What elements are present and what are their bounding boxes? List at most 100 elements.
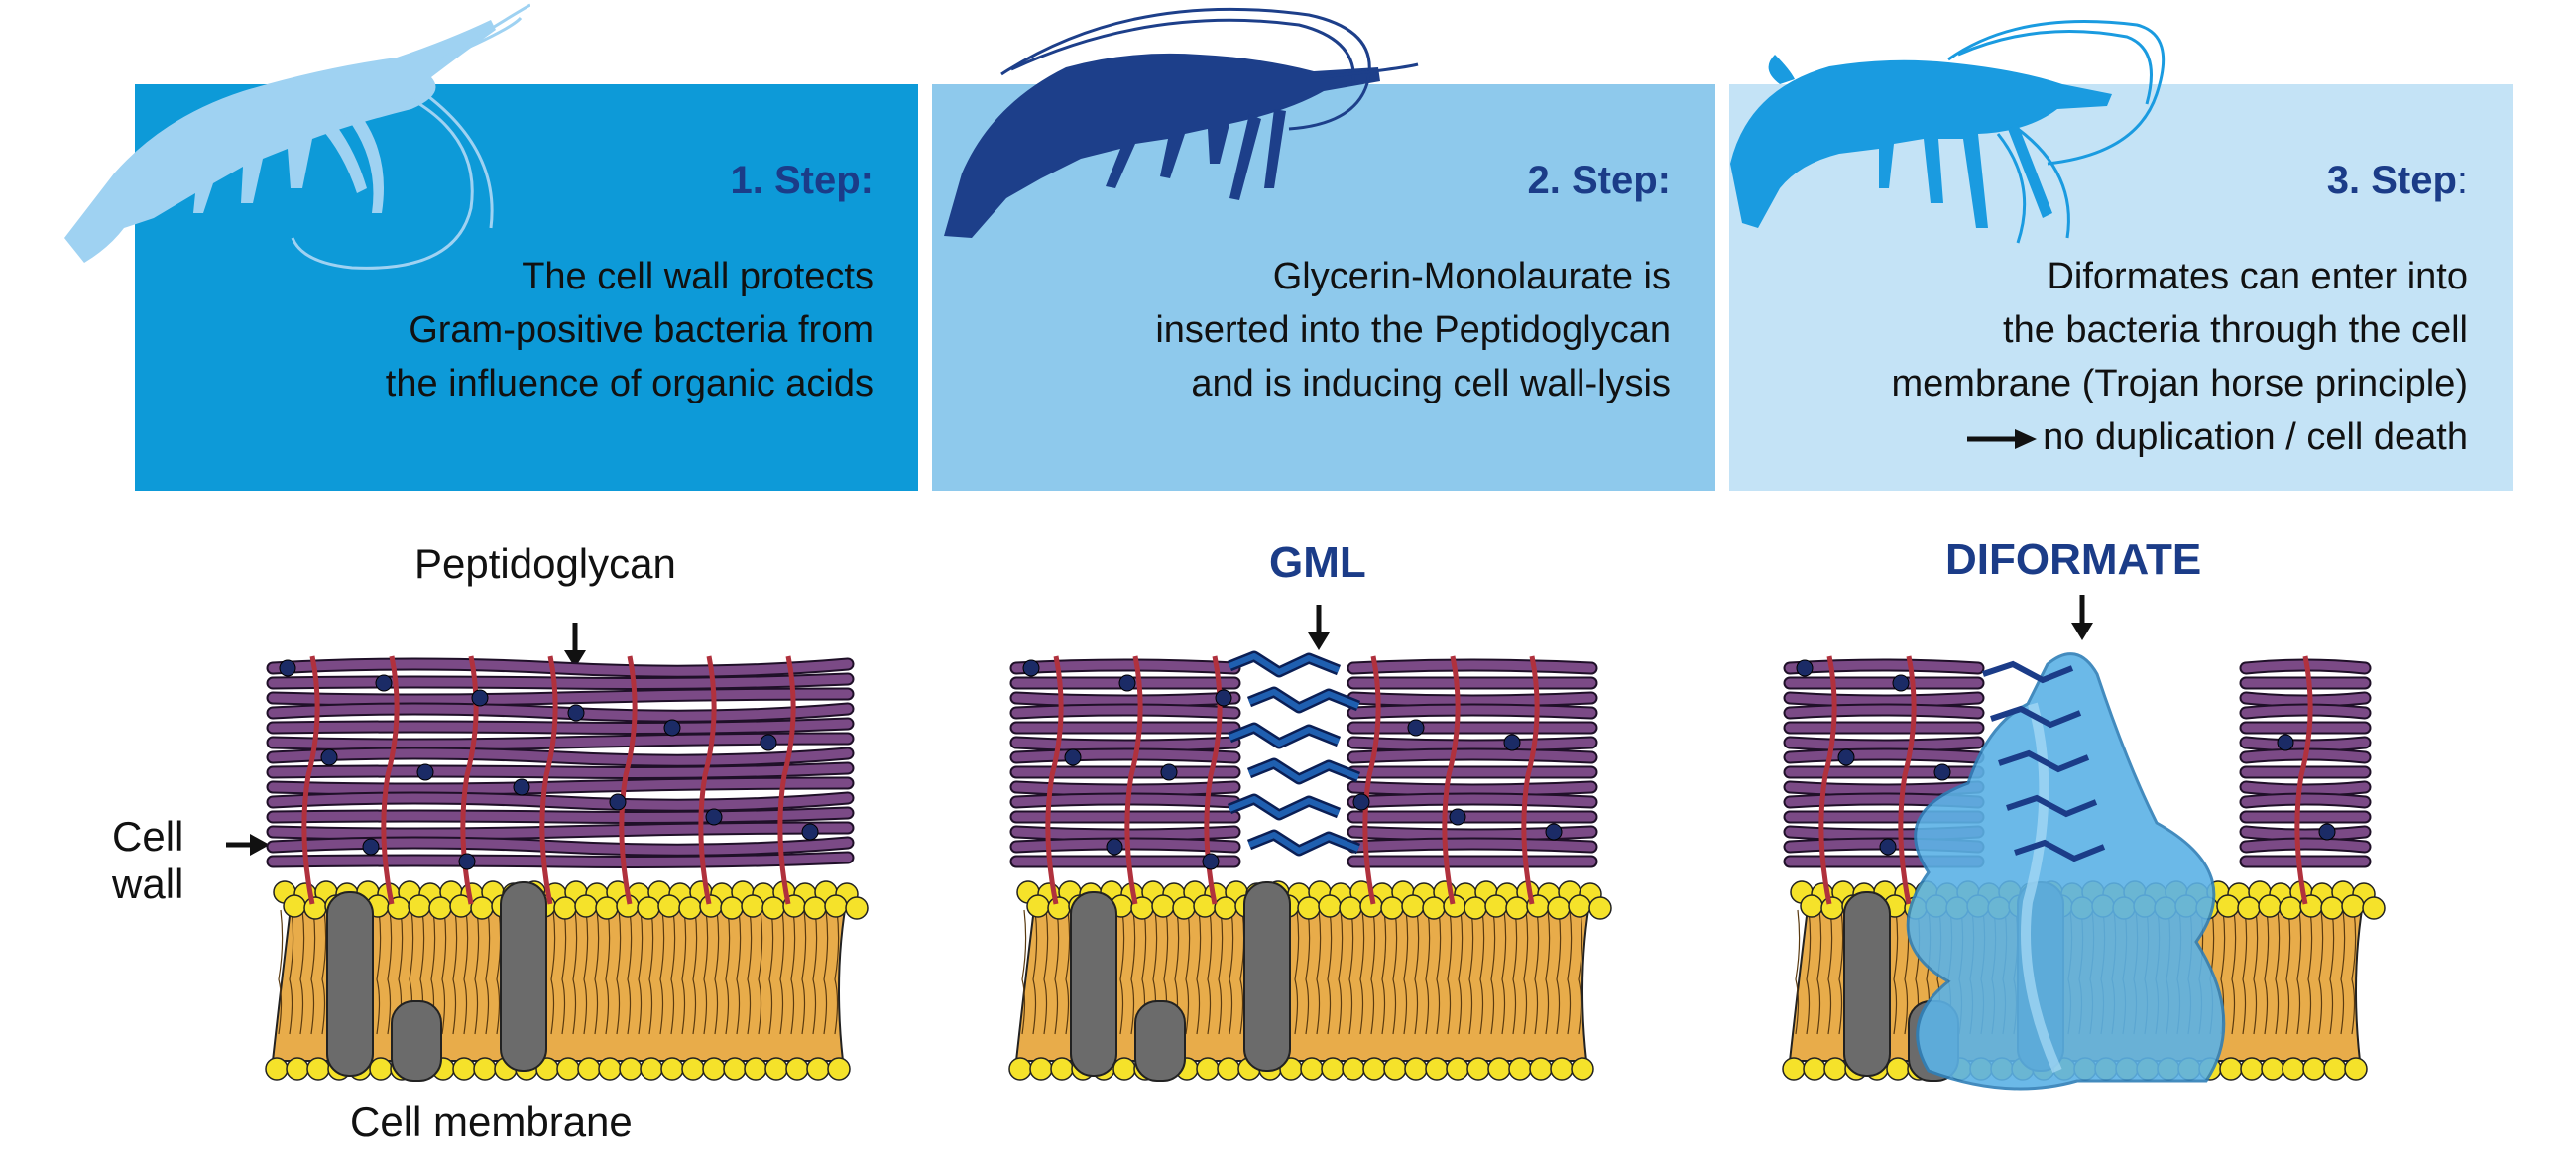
peptide-crosslink — [619, 655, 638, 905]
peptidoglycan-strand — [1785, 693, 1983, 706]
peptidoglycan-strand — [1011, 705, 1239, 718]
strand-end-cap — [1796, 659, 1814, 677]
lipid-head — [2261, 1057, 2284, 1081]
membrane-protein — [1070, 891, 1117, 1077]
strand-end-cap — [1837, 748, 1855, 766]
lipid-tail — [1218, 909, 1224, 1035]
lipid-tail — [670, 909, 676, 1035]
lipid-head — [1422, 896, 1446, 920]
lipid-tail — [1556, 909, 1562, 1035]
lipid-tail — [1348, 909, 1354, 1035]
gml-molecule — [1247, 832, 1360, 854]
step-2-line: Glycerin-Monolaurate is — [1272, 256, 1671, 297]
lipid-tail — [1130, 909, 1136, 1035]
lipid-head — [1383, 1057, 1407, 1081]
peptidoglycan-strand — [268, 748, 853, 765]
peptidoglycan-strand — [2241, 827, 2370, 840]
step-1-line: The cell wall protects — [522, 256, 874, 297]
strand-end-cap — [1202, 853, 1220, 870]
peptidoglycan-strand — [1348, 839, 1596, 852]
peptidoglycan-strand — [268, 778, 853, 794]
lipid-tail — [834, 909, 840, 1035]
strand-end-cap — [320, 748, 338, 766]
cell-wall-diagram-diformate — [1782, 652, 2386, 1091]
lipid-head — [2282, 1057, 2305, 1081]
lipid-tail — [638, 909, 644, 1035]
peptidoglycan-strand — [2241, 693, 2370, 706]
step-2-panel: 2. Step: Glycerin-Monolaurate is inserte… — [932, 84, 1715, 491]
lipid-tail — [736, 909, 742, 1035]
lipid-head — [699, 894, 723, 918]
peptidoglycan-strand — [1785, 738, 1983, 750]
lipid-head — [1547, 896, 1571, 920]
lipid-tail — [1425, 909, 1431, 1035]
lipid-tail — [714, 909, 720, 1035]
lipid-head — [574, 894, 598, 918]
cell-wall-label-line: wall — [112, 861, 184, 907]
lipid-head — [408, 894, 431, 918]
lipid-tail — [1567, 909, 1573, 1035]
lipid-head — [1321, 1057, 1345, 1081]
lipid-tail — [1054, 909, 1060, 1035]
lipid-tail — [2231, 909, 2237, 1035]
lipid-head — [2258, 894, 2282, 918]
lipid-tail — [463, 909, 469, 1035]
lipid-head — [1214, 896, 1237, 920]
peptidoglycan-strand — [1348, 749, 1596, 762]
peptidoglycan-label: Peptidoglycan — [414, 540, 676, 587]
lipid-head — [2341, 894, 2365, 918]
lipid-tail — [1838, 909, 1844, 1035]
peptidoglycan-strand — [1348, 660, 1596, 673]
peptide-crosslink — [1362, 655, 1381, 905]
diformate-blob — [1906, 652, 2226, 1091]
lipid-head — [2240, 1057, 2264, 1081]
lipid-head — [1508, 1057, 1532, 1081]
lipid-head — [286, 1057, 309, 1081]
step-3-title-text: 3. Step — [2326, 159, 2457, 202]
peptide-crosslink — [381, 655, 400, 905]
peptide-crosslink — [539, 655, 558, 905]
lipid-head — [1568, 894, 1591, 918]
lipid-tail — [1327, 909, 1333, 1035]
lipid-tail — [2242, 909, 2248, 1035]
lipid-tail — [812, 909, 818, 1035]
strand-end-cap — [663, 719, 681, 737]
strand-end-cap — [1545, 823, 1563, 841]
peptide-crosslink — [698, 655, 717, 905]
lipid-tail — [1545, 909, 1551, 1035]
lipid-tail — [1795, 909, 1801, 1035]
membrane-protein — [1134, 1000, 1186, 1082]
lipid-tail — [2340, 909, 2346, 1035]
arrow-right-icon — [1967, 428, 2038, 449]
cell-wall-label-line: Cell — [112, 813, 184, 860]
peptide-crosslink — [301, 655, 320, 905]
strand-end-cap — [1407, 719, 1425, 737]
peptidoglycan-strand — [268, 793, 853, 810]
lipid-head — [1196, 1057, 1220, 1081]
shrimp-light-icon — [64, 3, 530, 270]
arrow-down-icon — [1308, 605, 1330, 650]
lipid-tail — [594, 909, 600, 1035]
peptidoglycan-strand — [1348, 782, 1596, 795]
lipid-head — [744, 1057, 767, 1081]
lipid-head — [764, 1057, 788, 1081]
lipid-head — [1803, 1057, 1826, 1081]
lipid-head — [660, 1057, 684, 1081]
lipid-head — [1466, 1057, 1490, 1081]
lipid-head — [1380, 896, 1404, 920]
lipid-tail — [2351, 909, 2357, 1035]
lipid-tail — [278, 909, 284, 1035]
lipid-head — [702, 1057, 726, 1081]
lipid-tail — [1229, 909, 1234, 1035]
lipid-head — [785, 1057, 809, 1081]
lipid-tail — [485, 909, 491, 1035]
strand-end-cap — [362, 838, 380, 856]
lipid-tail — [1185, 909, 1191, 1035]
lipid-tail — [2329, 909, 2335, 1035]
shrimp-dark-icon — [944, 7, 1419, 239]
lipid-head — [369, 1057, 393, 1081]
gml-label: GML — [1269, 538, 1366, 587]
lipid-head — [1782, 1057, 1806, 1081]
lipid-tail — [1512, 909, 1518, 1035]
lipid-tail — [1414, 909, 1420, 1035]
